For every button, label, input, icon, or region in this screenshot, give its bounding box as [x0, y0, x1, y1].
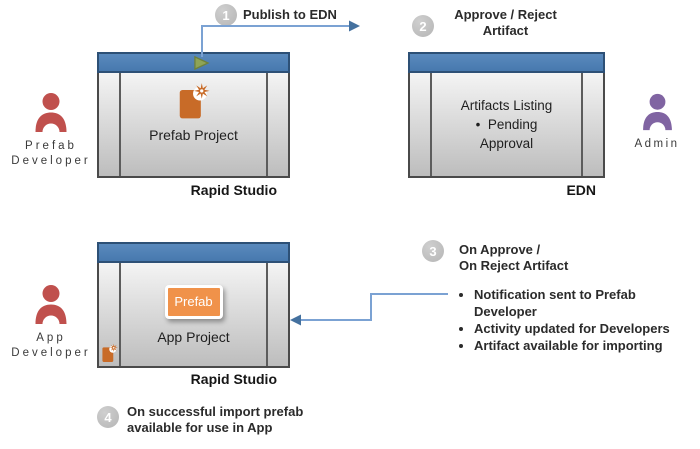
panel-divider	[266, 263, 268, 366]
bullet-item: Notification sent to Prefab Developer	[474, 286, 698, 320]
prefab-button: Prefab	[164, 284, 223, 319]
step-1-label: Publish to EDN	[243, 7, 337, 22]
person-icon	[640, 93, 675, 132]
panel-divider	[581, 73, 583, 176]
window-caption-rapid-studio-bottom: Rapid Studio	[190, 371, 277, 387]
actor-label: Prefab Developer	[11, 140, 91, 167]
actor-label: Admin	[634, 138, 680, 150]
actor-label: App Developer	[11, 332, 91, 359]
step-4-label: On successful import prefab available fo…	[127, 404, 304, 435]
bullet-item: Artifact available for importing	[474, 337, 698, 354]
panel-divider	[119, 73, 121, 176]
step-2-badge: 2	[412, 15, 434, 37]
new-artifact-icon	[101, 343, 118, 363]
project-label: App Project	[157, 328, 230, 345]
window-rapid-studio-top: Prefab Project	[97, 52, 290, 178]
project-label: Prefab Project	[149, 127, 238, 143]
window-rapid-studio-bottom: Prefab App Project	[97, 242, 290, 368]
window-titlebar	[97, 52, 290, 73]
window-caption-edn: EDN	[566, 182, 596, 198]
notify-arrow	[290, 293, 448, 326]
artifacts-listing-text: Artifacts Listing • Pending Approval	[460, 98, 553, 151]
actor-admin: Admin	[625, 93, 689, 152]
step-4-badge: 4	[97, 406, 119, 428]
window-caption-rapid-studio-top: Rapid Studio	[190, 182, 277, 198]
panel-divider	[266, 73, 268, 176]
bullet-item: Activity updated for Developers	[474, 320, 698, 337]
step-3-label: On Approve / On Reject Artifact	[459, 242, 569, 273]
new-artifact-icon	[177, 81, 210, 121]
window-body: Prefab Project	[97, 73, 290, 178]
window-titlebar	[408, 52, 605, 73]
window-edn: Artifacts Listing • Pending Approval	[408, 52, 605, 178]
step-1-badge: 1	[215, 4, 237, 26]
step-3-badge: 3	[422, 240, 444, 262]
person-icon	[32, 92, 70, 134]
person-icon	[32, 284, 70, 326]
actor-app-developer: App Developer	[5, 284, 97, 361]
play-icon	[193, 56, 210, 70]
actor-prefab-developer: Prefab Developer	[5, 92, 97, 169]
panel-divider	[119, 263, 121, 366]
step-2-label: Approve / Reject Artifact	[454, 7, 557, 38]
window-titlebar	[97, 242, 290, 263]
outcome-bullet-list: Notification sent to Prefab Developer Ac…	[452, 286, 698, 354]
window-body: Prefab App Project	[97, 263, 290, 368]
window-body: Artifacts Listing • Pending Approval	[408, 73, 605, 178]
panel-divider	[430, 73, 432, 176]
